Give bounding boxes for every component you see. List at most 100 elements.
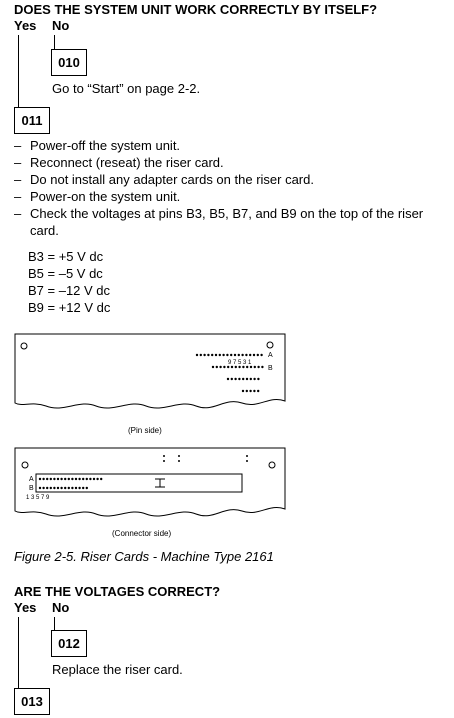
pin-dot — [96, 477, 99, 481]
voltage-b9: B9 = +12 V dc — [28, 300, 111, 315]
pin-numbers-label: 1 3 5 7 9 — [26, 495, 50, 501]
pin-dot — [49, 477, 52, 481]
mount-hole-icon — [266, 341, 274, 349]
pin-dot — [234, 377, 237, 381]
pin-dot — [74, 477, 78, 481]
row-a-label: A — [268, 352, 273, 359]
step-box-011: 011 — [14, 107, 50, 134]
pin-dot — [246, 365, 249, 369]
voltage-b7: B7 = –12 V dc — [28, 283, 111, 298]
pin-dot — [230, 353, 233, 357]
pin-dot — [249, 377, 252, 381]
pin-dot — [85, 486, 89, 490]
list-item: –Power-on the system unit. — [14, 189, 181, 204]
pin-dot — [82, 486, 85, 490]
pin-dot — [38, 477, 42, 481]
pin-dot — [257, 365, 260, 369]
pin-dot — [53, 486, 56, 490]
connector-side-caption: (Connector side) — [112, 529, 172, 538]
pin-dot — [234, 365, 237, 369]
pin-dot — [56, 477, 60, 481]
pin-dot — [249, 365, 253, 369]
pin-dot — [67, 477, 70, 481]
go-to-start-text: Go to “Start” on page 2-2. — [52, 81, 201, 96]
row-b-label: B — [268, 365, 273, 372]
list-item: –Do not install any adapter cards on the… — [14, 172, 314, 187]
pin-dot — [252, 353, 256, 357]
pin-dot — [60, 477, 63, 481]
pin-dot — [227, 365, 230, 369]
pin-dot — [49, 486, 52, 490]
pin-dot — [253, 377, 256, 381]
pin-side-caption: (Pin side) — [128, 426, 162, 435]
pin-dot — [92, 477, 96, 481]
pin-dot — [214, 353, 218, 357]
pin-dot — [222, 353, 225, 357]
pin-dot — [215, 365, 218, 369]
pin-dot — [67, 486, 70, 490]
pin-dot — [219, 365, 222, 369]
pin-dot — [218, 353, 221, 357]
pin-dot — [207, 353, 210, 357]
pin-dot — [230, 365, 234, 369]
list-item: –Check the voltages at pins B3, B5, B7, … — [14, 206, 424, 238]
pin-dot — [230, 377, 233, 381]
pin-dot — [71, 477, 74, 481]
pin-dot — [256, 353, 259, 357]
mount-hole-icon — [20, 342, 28, 350]
pin-dot — [261, 365, 264, 369]
pin-dot — [257, 377, 260, 381]
mount-hole-icon — [21, 461, 29, 469]
pin-dot — [64, 477, 67, 481]
pin-dot — [199, 353, 202, 357]
row-b-label: B — [29, 485, 34, 492]
pin-dot — [242, 377, 245, 381]
pin-dot — [82, 477, 85, 481]
voltage-b3: B3 = +5 V dc — [28, 249, 104, 264]
pin-dot — [226, 353, 229, 357]
question-voltages: ARE THE VOLTAGES CORRECT? — [14, 584, 221, 599]
pin-dot — [64, 486, 67, 490]
pin-dot — [53, 477, 56, 481]
mount-hole-icon — [268, 461, 276, 469]
pin-dot — [195, 353, 199, 357]
riser-card-pin-side-diagram: A B 9 7 5 3 1 — [14, 333, 286, 409]
list-item: –Reconnect (reseat) the riser card. — [14, 155, 224, 170]
figure-caption: Figure 2-5. Riser Cards - Machine Type 2… — [14, 549, 274, 564]
step-box-010: 010 — [51, 49, 87, 76]
voltage-list: B3 = +5 V dc B5 = –5 V dc B7 = –12 V dc … — [28, 248, 110, 316]
question-system-unit: DOES THE SYSTEM UNIT WORK CORRECTLY BY I… — [14, 2, 378, 17]
pin-numbers-label: 9 7 5 3 1 — [228, 360, 252, 366]
voltage-b5: B5 = –5 V dc — [28, 266, 103, 281]
replace-riser-text: Replace the riser card. — [52, 662, 183, 677]
pin-dot — [74, 486, 78, 490]
pin-dot — [241, 389, 245, 393]
no-label: No — [52, 600, 70, 615]
list-item: –Power-off the system unit. — [14, 138, 181, 153]
step-box-012: 012 — [51, 630, 87, 657]
no-label: No — [52, 18, 70, 33]
pin-dot — [46, 477, 49, 481]
no-branch-line — [54, 617, 55, 631]
pin-dot — [46, 486, 49, 490]
riser-card-connector-side-diagram: A B 1 3 5 7 9 — [14, 447, 286, 517]
pin-dot — [245, 353, 248, 357]
pin-dot — [260, 353, 263, 357]
pin-rows-connector-side — [38, 477, 103, 490]
jumper-dots — [163, 455, 248, 462]
pin-dot — [211, 353, 214, 357]
pin-dot — [237, 353, 240, 357]
pin-dot — [242, 365, 245, 369]
yes-branch-line — [18, 617, 19, 688]
yes-branch-line — [18, 35, 19, 107]
pin-dot — [203, 353, 206, 357]
pin-dot — [253, 389, 256, 393]
pin-dot — [60, 486, 63, 490]
pin-dot — [100, 477, 103, 481]
pin-dot — [249, 389, 252, 393]
pin-dot — [42, 477, 45, 481]
pin-dot — [85, 477, 89, 481]
pin-dot — [253, 365, 256, 369]
pin-dot — [238, 365, 241, 369]
pin-dot — [241, 353, 244, 357]
